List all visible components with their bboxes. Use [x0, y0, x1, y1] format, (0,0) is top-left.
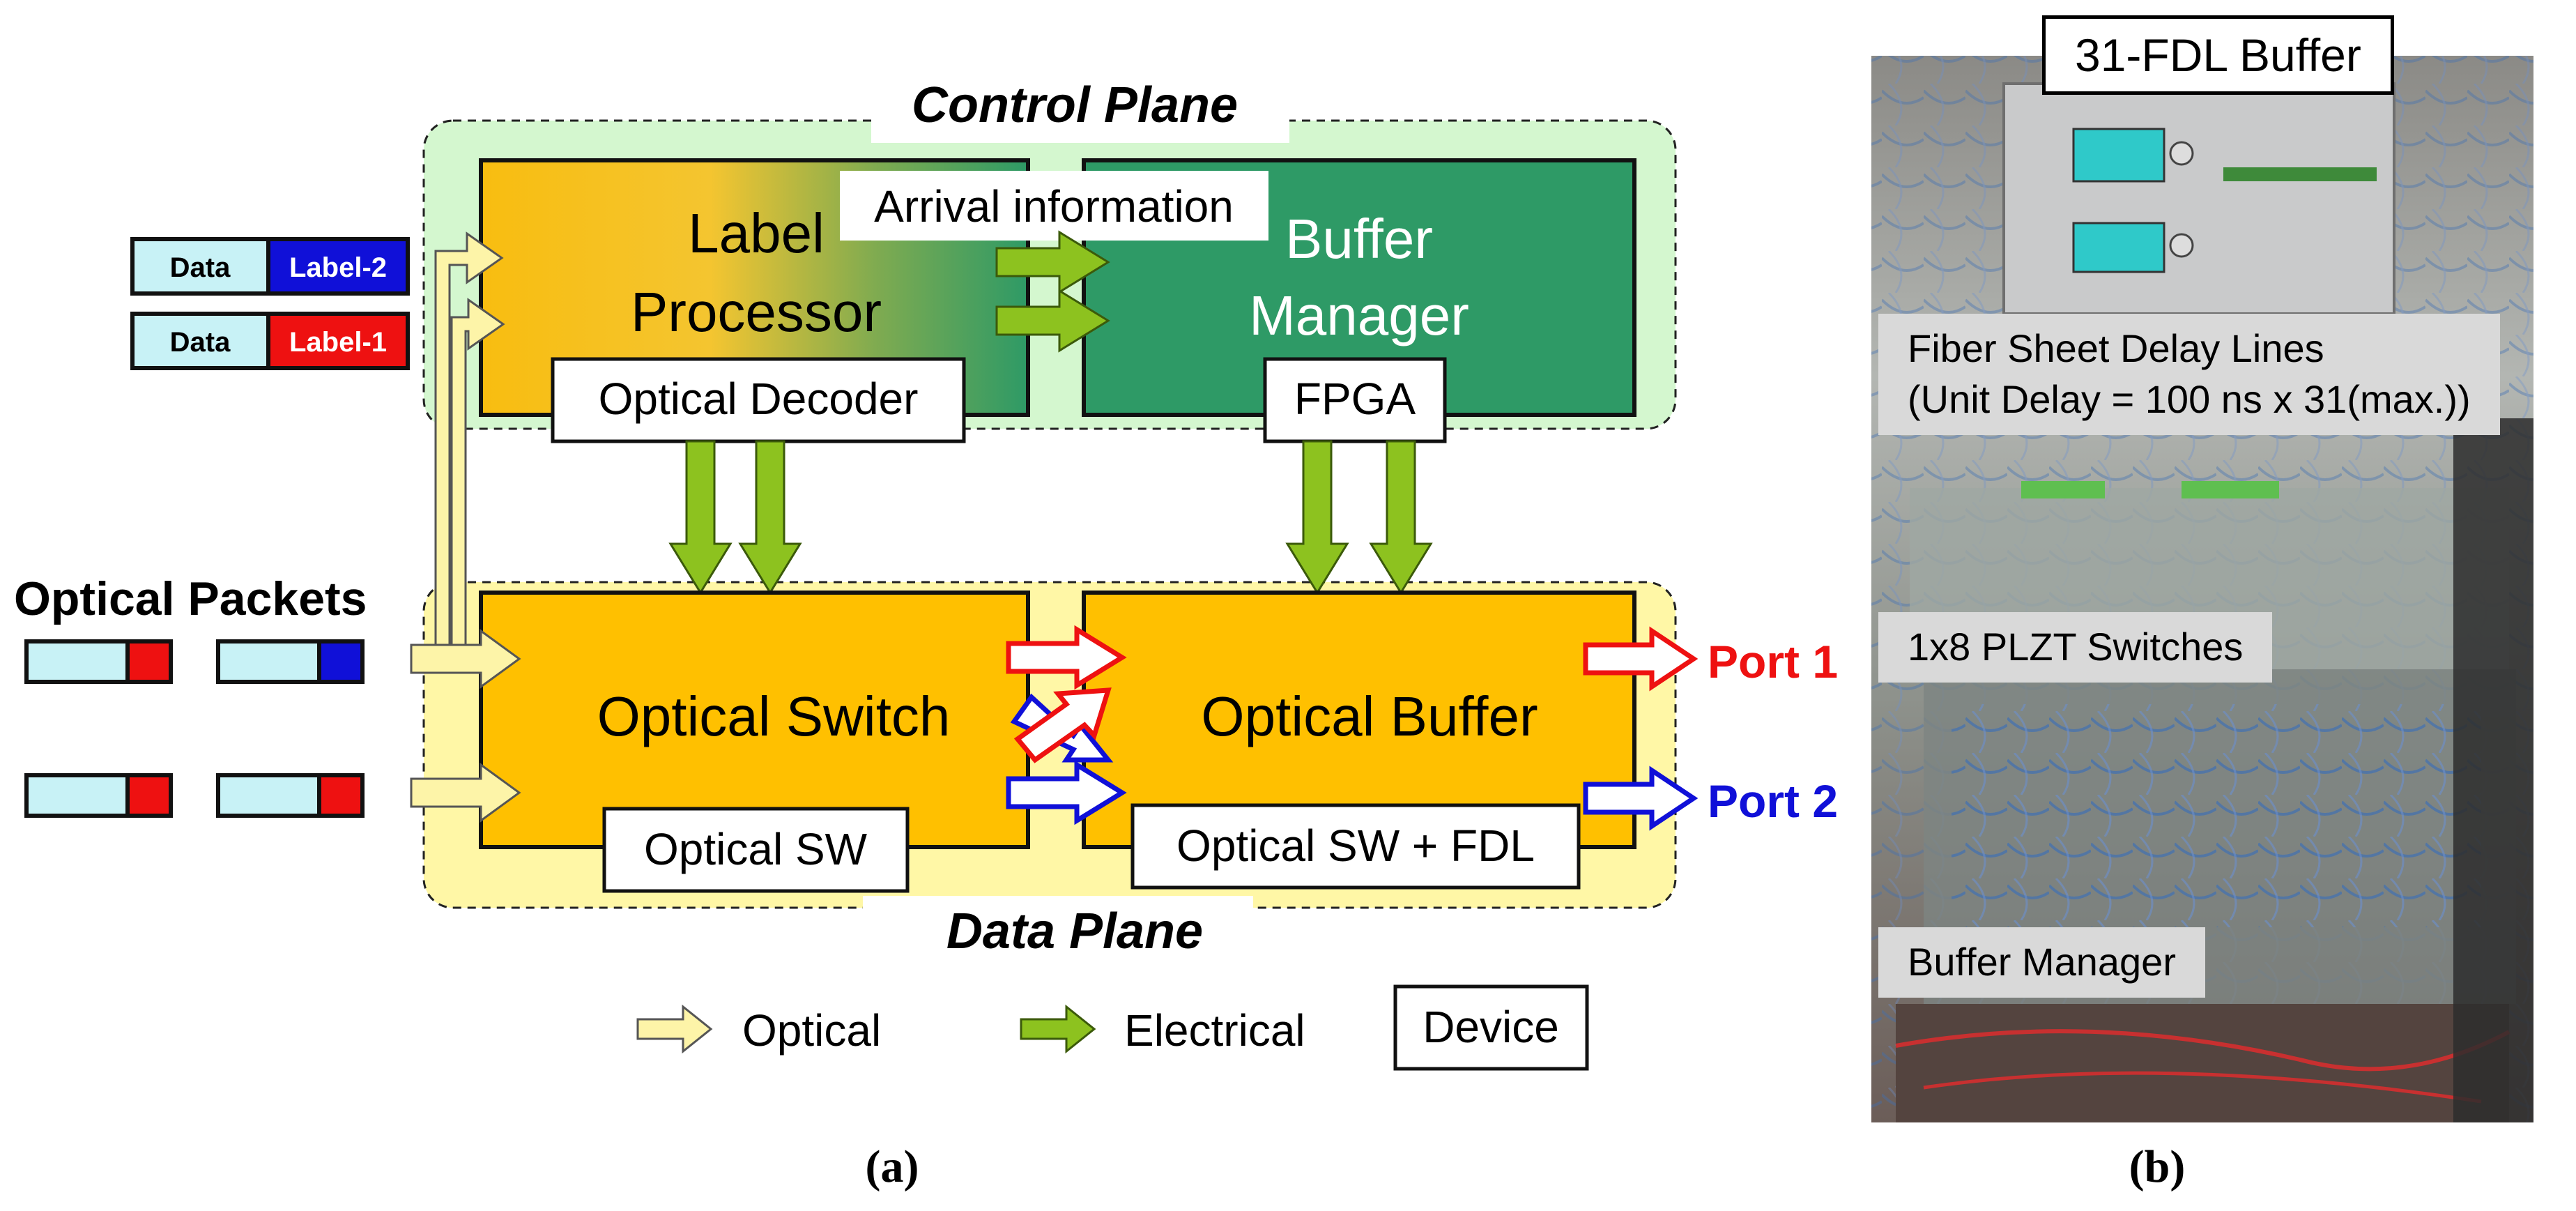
optical-sw-label: Optical SW [644, 824, 868, 874]
legend-electrical-arrow [1020, 1004, 1096, 1054]
arrival-information-label: Arrival information [874, 181, 1234, 231]
electrical-arrow-lp-bm-1 [995, 230, 1110, 294]
label-packet-2: Data Label-1 [130, 312, 410, 370]
switch-crossing-red-arrow [1013, 687, 1112, 763]
switch-to-buffer-red-arrow [1006, 625, 1127, 690]
optical-sw-box [602, 807, 910, 893]
label-packet-1: Data Label-2 [130, 237, 410, 296]
data-plane-title: Data Plane [946, 904, 1203, 959]
legend: Optical Electrical Device [636, 984, 1589, 1071]
fdl-buffer-title: 31-FDL Buffer [2042, 15, 2394, 95]
buffer-manager-label-line1: Buffer [1285, 208, 1433, 270]
optical-feed-lines [434, 231, 505, 660]
optical-input-arrow-1 [410, 629, 521, 689]
port2-label: Port 2 [1708, 775, 1838, 827]
legend-optical-label: Optical [742, 1005, 881, 1056]
buffer-manager-photo-label: Buffer Manager [1878, 927, 2205, 998]
caption-b: (b) [2129, 1141, 2186, 1192]
optical-input-arrow-2 [410, 763, 521, 823]
arrival-information-box [840, 171, 1268, 241]
fpga-box [1263, 357, 1447, 443]
fiber-sheet-line1: Fiber Sheet Delay Lines [1908, 326, 2324, 370]
caption-a: (a) [866, 1141, 919, 1192]
optical-packets-title: Optical Packets [14, 572, 367, 625]
port1-arrow [1583, 626, 1699, 692]
label-processor-label-line1: Label [688, 202, 825, 264]
optical-buffer-label: Optical Buffer [1201, 685, 1538, 747]
label-packet-2-label: Label-1 [289, 327, 387, 358]
label-packet-1-data: Data [170, 252, 231, 283]
optical-packet [216, 773, 321, 818]
legend-electrical-label: Electrical [1124, 1005, 1305, 1056]
optical-packet [216, 639, 321, 684]
port1-label: Port 1 [1708, 636, 1838, 687]
optical-switch-label: Optical Switch [597, 685, 951, 747]
legend-optical-arrow [636, 1004, 713, 1054]
buffer-manager-label-line2: Manager [1249, 284, 1469, 346]
optical-decoder-box [551, 357, 966, 443]
label-packet-1-label: Label-2 [289, 252, 387, 283]
port2-arrow [1583, 766, 1699, 831]
optical-packets [24, 639, 365, 818]
optical-packet [24, 639, 130, 684]
optical-packet [24, 773, 130, 818]
control-plane-title: Control Plane [912, 77, 1238, 133]
fiber-sheet-line2: (Unit Delay = 100 ns x 31(max.)) [1908, 376, 2471, 421]
legend-device-box [1393, 984, 1589, 1071]
fiber-sheet-label: Fiber Sheet Delay Lines (Unit Delay = 10… [1878, 314, 2500, 435]
fpga-label: FPGA [1294, 374, 1416, 424]
optical-sw-fdl-label: Optical SW + FDL [1176, 821, 1535, 871]
plzt-switches-label: 1x8 PLZT Switches [1878, 612, 2273, 683]
optical-sw-fdl-box [1130, 803, 1581, 890]
switch-to-buffer-blue-arrow [1006, 760, 1127, 825]
legend-device-label: Device [1423, 1002, 1559, 1052]
label-packet-2-data: Data [170, 327, 231, 358]
electrical-arrow-lp-bm-2 [995, 289, 1110, 353]
electrical-arrows-fpga-to-buffer [1285, 440, 1433, 595]
electrical-arrows-decoder-to-switch [668, 440, 802, 595]
optical-decoder-label: Optical Decoder [599, 374, 919, 424]
label-processor-label-line2: Processor [631, 281, 882, 343]
